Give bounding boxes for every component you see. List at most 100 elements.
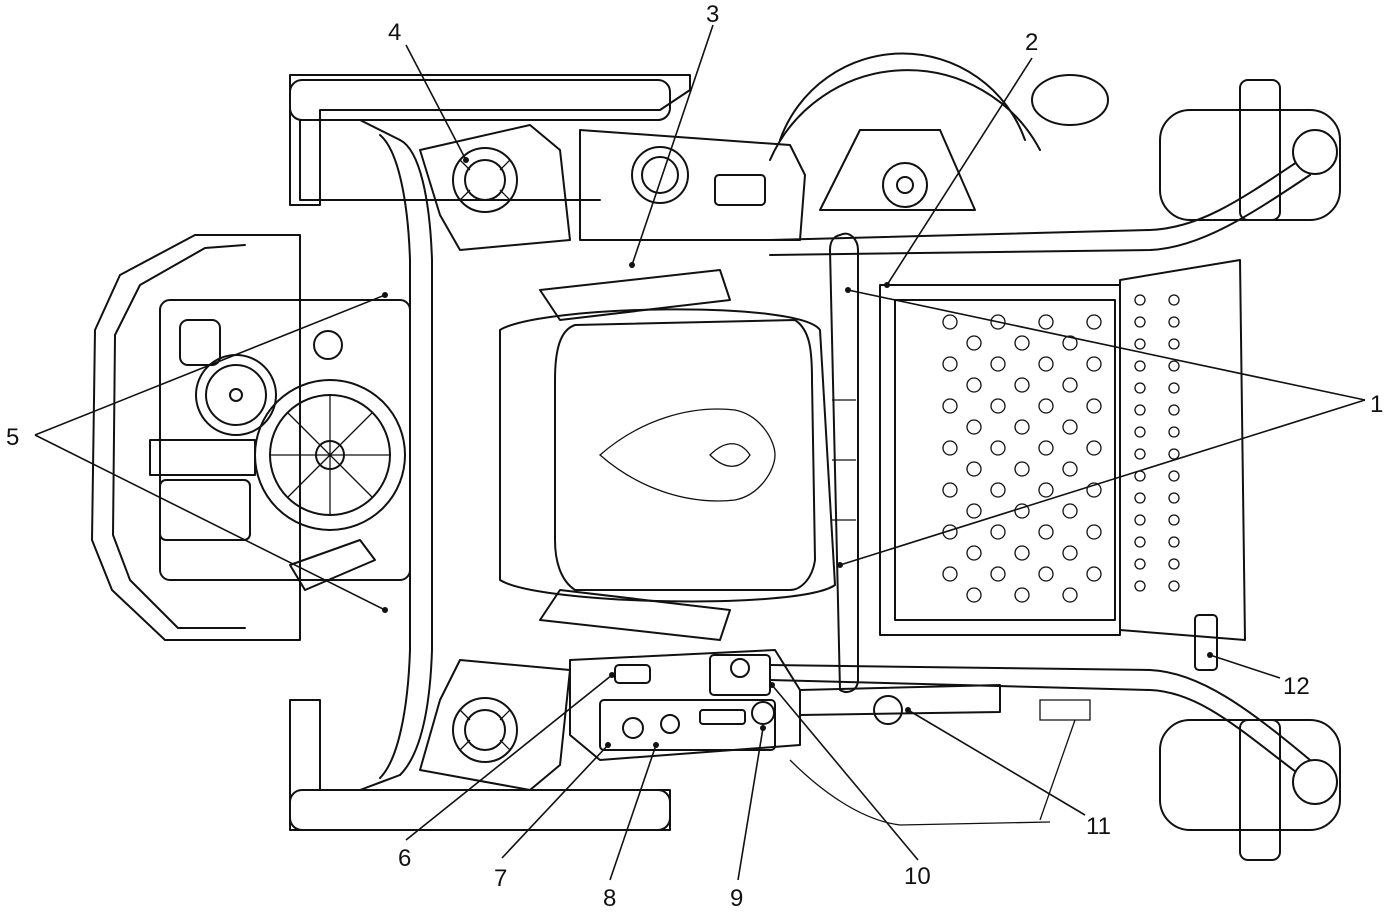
footrest-hole [1062, 335, 1078, 351]
footrest-hole [990, 398, 1006, 414]
rear-tire-top [289, 74, 691, 206]
footrest-hole [1086, 398, 1102, 414]
rear-tire-bottom [289, 699, 671, 831]
footrest-hole [1038, 524, 1054, 540]
footrest-hole [1038, 356, 1054, 372]
footrest-hole [1168, 536, 1180, 548]
footrest-hole [1038, 398, 1054, 414]
footrest-hole [1086, 482, 1102, 498]
fuel-tank-bottom [419, 659, 571, 791]
footrest-hole [942, 398, 958, 414]
footrest-hole [990, 440, 1006, 456]
footrest-hole [990, 524, 1006, 540]
callout-6: 6 [398, 845, 411, 872]
footrest-hole [1038, 566, 1054, 582]
footrest-hole [990, 356, 1006, 372]
top-console [579, 129, 806, 241]
footrest [879, 259, 1246, 641]
footrest-hole [1134, 360, 1146, 372]
footrest-hole [1168, 558, 1180, 570]
footrest-hole [942, 440, 958, 456]
footrest-hole [1014, 335, 1030, 351]
callout-3: 3 [706, 1, 719, 28]
footrest-hole [1134, 404, 1146, 416]
footrest-hole [966, 461, 982, 477]
footrest-hole [1168, 448, 1180, 460]
steering-levers [829, 232, 859, 693]
control-panel [569, 649, 801, 761]
fuel-tank-top [419, 124, 571, 251]
footrest-hole [1168, 492, 1180, 504]
callout-leaders [34, 24, 1366, 881]
footrest-hole [990, 566, 1006, 582]
roll-bar [299, 119, 601, 791]
footrest-hole [1134, 514, 1146, 526]
callout-4: 4 [388, 19, 401, 46]
footrest-hole [1086, 440, 1102, 456]
footrest-hole [1014, 461, 1030, 477]
footrest-hole [1014, 377, 1030, 393]
footrest-hole [1134, 580, 1146, 592]
footrest-hole [1134, 558, 1146, 570]
footrest-hole [1062, 461, 1078, 477]
footrest-hole [1134, 492, 1146, 504]
footrest-hole [1168, 404, 1180, 416]
footrest-hole [990, 482, 1006, 498]
front-frame [769, 52, 1311, 776]
footrest-hole [966, 335, 982, 351]
callout-5: 5 [6, 424, 19, 451]
footrest-hole [1168, 382, 1180, 394]
bottom-linkage [789, 614, 1218, 826]
footrest-hole [1062, 419, 1078, 435]
seat [499, 269, 836, 641]
footrest-hole [1014, 419, 1030, 435]
callout-9: 9 [730, 885, 743, 912]
footrest-hole [1014, 545, 1030, 561]
engine-area [91, 234, 411, 641]
footrest-hole [1134, 316, 1146, 328]
footrest-hole [942, 314, 958, 330]
footrest-hole [1168, 316, 1180, 328]
footrest-hole [1134, 448, 1146, 460]
footrest-hole [1086, 566, 1102, 582]
callout-10: 10 [904, 863, 931, 890]
callout-1: 1 [1370, 391, 1383, 418]
callout-7: 7 [494, 865, 507, 892]
footrest-hole [1086, 524, 1102, 540]
footrest-hole [1168, 338, 1180, 350]
footrest-hole [1062, 545, 1078, 561]
footrest-hole [1134, 536, 1146, 548]
footrest-hole [1168, 470, 1180, 482]
callout-12: 12 [1283, 673, 1310, 700]
callout-labels: 1 2 3 4 5 6 7 8 9 10 11 12 [6, 1, 1383, 912]
footrest-hole [966, 587, 982, 603]
footrest-hole [942, 356, 958, 372]
footrest-hole [1168, 580, 1180, 592]
footrest-hole [1134, 294, 1146, 306]
footrest-hole [1134, 338, 1146, 350]
footrest-hole [1062, 503, 1078, 519]
footrest-hole [1134, 426, 1146, 438]
callout-11: 11 [1086, 813, 1111, 840]
footrest-hole [1168, 360, 1180, 372]
footrest-hole [1086, 356, 1102, 372]
footrest-hole [1014, 503, 1030, 519]
footrest-hole [1168, 426, 1180, 438]
footrest-hole [1086, 314, 1102, 330]
footrest-hole [990, 314, 1006, 330]
footrest-hole [1134, 382, 1146, 394]
footrest-hole [1038, 314, 1054, 330]
footrest-hole [966, 419, 982, 435]
footrest-hole [966, 377, 982, 393]
callout-8: 8 [603, 885, 616, 912]
footrest-hole [1014, 587, 1030, 603]
front-caster-bottom [1159, 719, 1341, 861]
callout-2: 2 [1025, 29, 1038, 56]
footrest-hole [942, 482, 958, 498]
footrest-hole [1062, 587, 1078, 603]
footrest-hole [966, 503, 982, 519]
footrest-hole [1168, 294, 1180, 306]
footrest-hole [966, 545, 982, 561]
front-caster-top [1031, 74, 1341, 221]
footrest-hole [1168, 514, 1180, 526]
